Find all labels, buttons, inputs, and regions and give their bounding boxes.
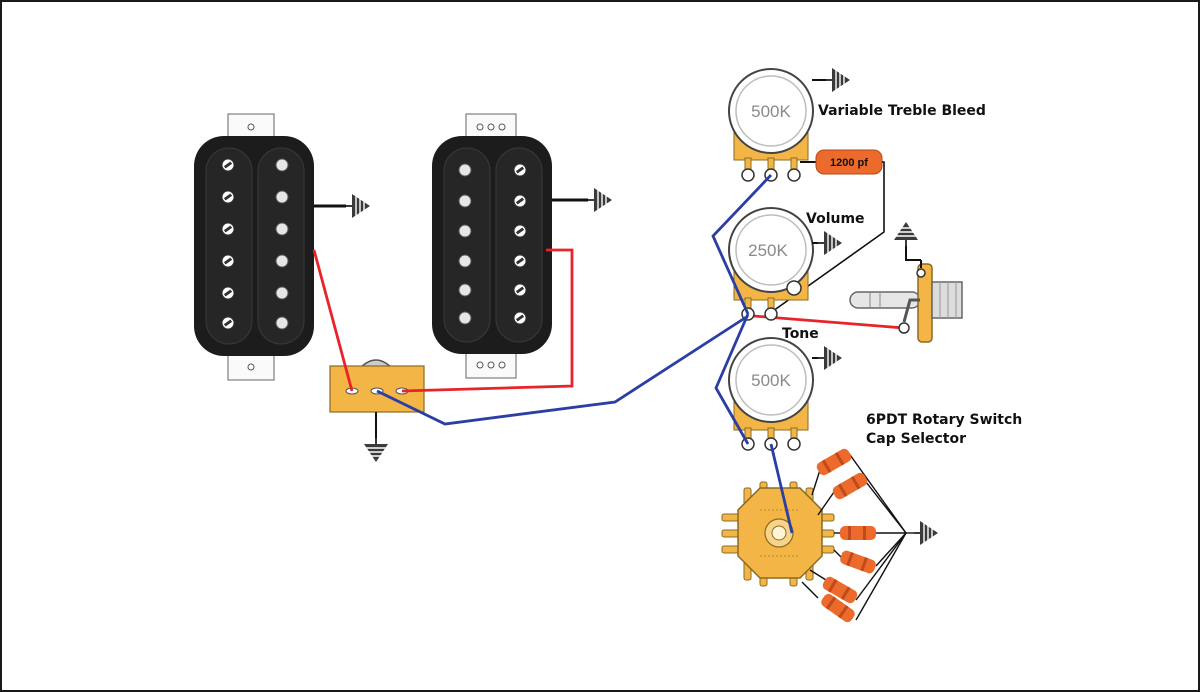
- ground-icon: [363, 437, 389, 463]
- rotary-switch-sublabel: Cap Selector: [866, 431, 966, 447]
- pot-value: 500K: [751, 102, 791, 121]
- bridge-humbucker-pickup: [432, 113, 552, 379]
- ground-icon: [587, 187, 613, 213]
- rotary-switch: [721, 481, 835, 587]
- tone-label: Tone: [782, 326, 819, 342]
- neck-humbucker-pickup: [194, 113, 314, 381]
- treble-bleed-pot: 500K: [728, 68, 814, 182]
- three-way-toggle-switch: [329, 359, 425, 413]
- pot-value: 500K: [751, 371, 791, 390]
- volume-pot: 250K: [728, 207, 814, 321]
- ground-icon: [913, 520, 939, 546]
- ground-icon: [825, 67, 851, 93]
- pot-value: 250K: [748, 241, 788, 260]
- capacitor-value: 1200 pf: [830, 157, 868, 169]
- ground-icon: [817, 230, 843, 256]
- blue-wires: [376, 174, 794, 534]
- volume-label: Volume: [806, 211, 865, 227]
- red-wires: [312, 248, 905, 393]
- tone-pot: 500K: [728, 337, 814, 451]
- ground-icon: [817, 345, 843, 371]
- treble-bleed-label: Variable Treble Bleed: [818, 103, 986, 119]
- treble-bleed-capacitor: 1200 pf: [800, 149, 883, 175]
- rotary-switch-label: 6PDT Rotary Switch: [866, 412, 1022, 428]
- ground-icon: [345, 193, 371, 219]
- ground-icon: [893, 221, 919, 247]
- output-jack: [849, 263, 963, 343]
- tone-capacitors: [801, 446, 914, 625]
